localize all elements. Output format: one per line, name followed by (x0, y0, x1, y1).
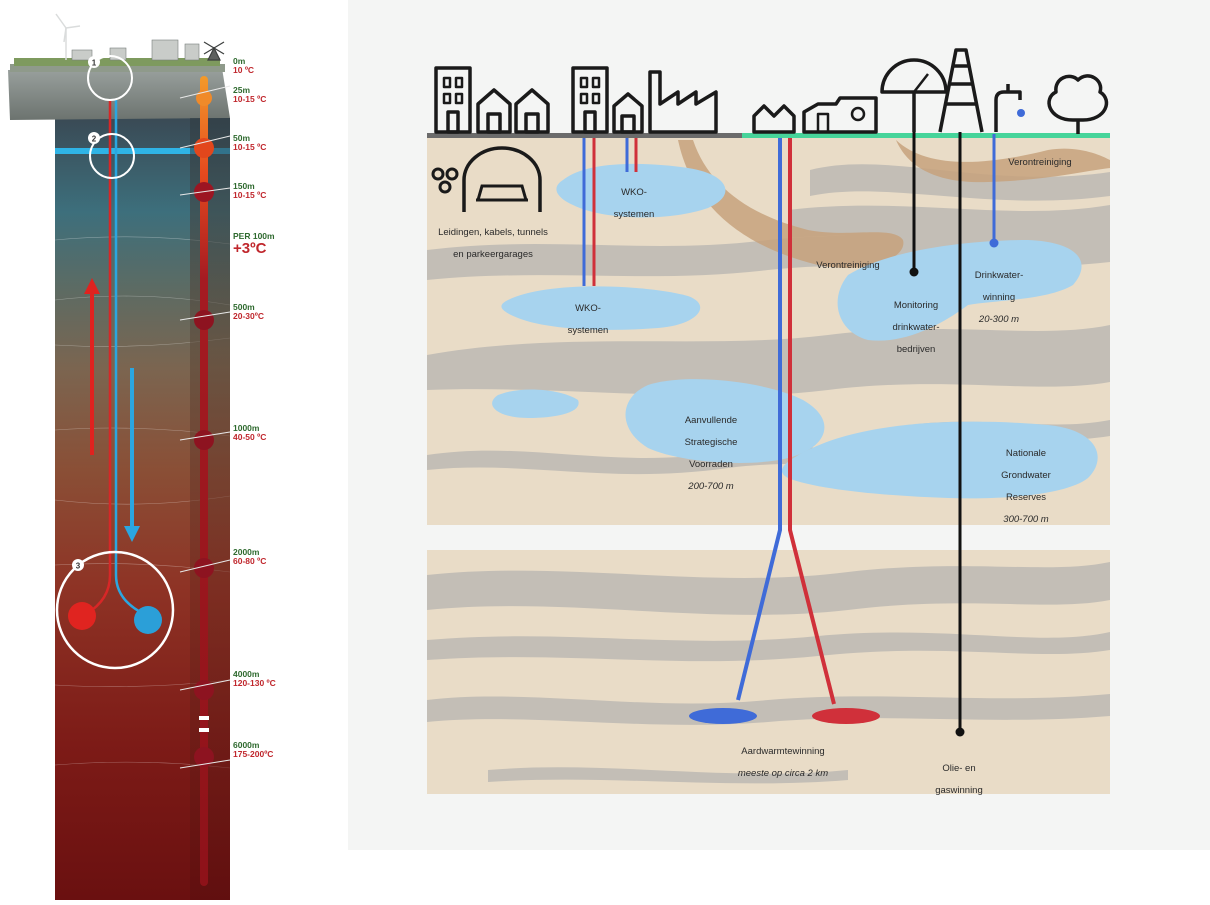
clay-layers-lower (427, 562, 1110, 784)
contamination-plume-top (896, 140, 1110, 183)
factory-icon (648, 70, 718, 134)
surface-slab (8, 68, 230, 120)
marker-number-3: 3 (76, 562, 81, 571)
geothermal-hot-pipe (788, 138, 836, 705)
cold-reservoir (134, 606, 162, 634)
label-wko-top: WKO- systemen (613, 187, 655, 220)
label-nationale: Nationale Grondwater Reserves 300-700 m (1001, 448, 1051, 525)
thermo-bead-25m (196, 90, 212, 106)
tunnel-car-icon (462, 146, 542, 212)
label-monitoring: Monitoring drinkwater- bedrijven (892, 300, 940, 355)
aquifers (492, 163, 1098, 499)
marker-circle-3 (55, 550, 175, 670)
windmill-icon (203, 41, 225, 61)
label-aanvullende: Aanvullende Strategische Voorraden 200-7… (684, 415, 738, 492)
thermo-bead-4000m (194, 680, 214, 700)
aquifer-wko-top (556, 163, 726, 218)
label-verontreiniging-mid: Verontreiniging (816, 260, 880, 271)
depth-label-2000m: 2000m 60-80 ºC (233, 547, 267, 566)
geothermal-cold-pipe (736, 138, 782, 701)
thermo-bead-500m (194, 310, 214, 330)
marker-number-2: 2 (92, 135, 97, 144)
label-drinkwater: Drinkwater- winning 20-300 m (974, 270, 1024, 325)
surface-grey (427, 133, 742, 138)
aquifer-wko-bottom (501, 286, 701, 330)
tree-icon (1047, 74, 1109, 134)
thermo-bead-1000m (194, 430, 214, 450)
depth-label-150m: 150m 10-15 ºC (233, 181, 267, 200)
label-aardwarmte: Aardwarmtewinning meeste op circa 2 km (737, 746, 829, 779)
depth-label-per-100m: PER 100m +3ºC (233, 231, 275, 257)
subsurface-diagram-svg (427, 48, 1110, 794)
aquifer-national (781, 421, 1098, 499)
geothermal-cold-reservoir (689, 708, 757, 724)
wko-pipes (582, 138, 638, 286)
geothermal-hot-reservoir (812, 708, 880, 724)
water-tap-icon (994, 84, 1022, 132)
house-icon (476, 88, 512, 134)
marker-number-1: 1 (92, 59, 97, 68)
building-icons (434, 48, 1109, 134)
label-leidingen: Leidingen, kabels, tunnels en parkeergar… (438, 227, 548, 260)
aquifer-strategic (625, 379, 825, 463)
depth-label-0m: 0m 10 ºC (233, 56, 255, 75)
greenhouse-icon (752, 104, 796, 134)
wind-turbine-icon (55, 13, 81, 60)
marker-circle-1 (87, 55, 133, 101)
office-building-icon (571, 66, 609, 134)
depth-label-1000m: 1000m 40-50 ºC (233, 423, 267, 442)
label-wko-bottom: WKO- systemen (567, 303, 609, 336)
farm-icon (802, 96, 878, 134)
aquifer-small (492, 389, 579, 418)
oil-rig-icon (938, 48, 984, 133)
label-verontreiniging-top: Verontreiniging (1008, 157, 1072, 168)
thermo-break (199, 728, 209, 732)
depth-ticks (179, 85, 231, 769)
marker-badge-3 (72, 559, 84, 571)
drinkwater-well-tip (989, 238, 999, 248)
geothermal-column-panel: 1 2 3 0m 10 ºC 25m 10-15 ºC 50m 10-15 ºC… (0, 0, 330, 900)
hot-up-arrow (84, 278, 100, 455)
house-icon (514, 88, 550, 134)
monitoring-gauge-icon (880, 58, 948, 132)
groundwater-band (55, 148, 230, 154)
cold-down-arrow (124, 368, 140, 542)
label-olie: Olie- en gaswinning (935, 763, 983, 796)
subsurface-use-panel: Leidingen, kabels, tunnels en parkeergar… (348, 0, 1210, 850)
surface-top (10, 64, 225, 72)
monitoring-well-tip (909, 267, 919, 277)
contamination-plume-mid (678, 140, 904, 268)
water-drop-icon (1017, 109, 1025, 117)
marker-badge-2 (88, 132, 100, 144)
depth-label-25m: 25m 10-15 ºC (233, 85, 267, 104)
marker-circle-2 (89, 133, 135, 179)
cables-icon (431, 167, 459, 194)
depth-label-500m: 500m 20-30ºC (233, 302, 264, 321)
thermo-bead-2000m (194, 558, 214, 578)
oil-gas-well-tip (955, 727, 965, 737)
geothermal-column-svg: 1 2 3 (8, 13, 231, 900)
office-building-icon (434, 66, 472, 134)
thermo-bead-6000m (194, 747, 214, 767)
surface-green (742, 133, 1110, 138)
thermo-break (199, 716, 209, 720)
city-skyline (71, 39, 200, 61)
depth-label-4000m: 4000m 120-130 ºC (233, 669, 276, 688)
grass-surface (14, 58, 220, 66)
hot-reservoir (68, 602, 96, 630)
house-icon (612, 92, 644, 134)
column-side (190, 118, 230, 900)
depth-label-6000m: 6000m 175-200ºC (233, 740, 274, 759)
marker-badge-1 (88, 56, 100, 68)
depth-label-50m: 50m 10-15 ºC (233, 133, 267, 152)
